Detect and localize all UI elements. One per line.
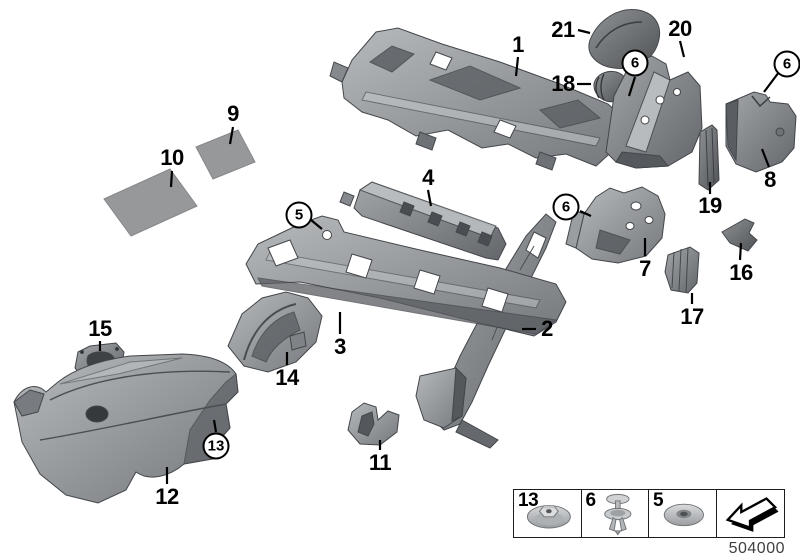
diagram-number: 504000 [728, 540, 785, 557]
part-4-shape [339, 181, 507, 261]
legend-item-next-diagram[interactable] [717, 490, 785, 537]
callout-part-4[interactable]: 4 [422, 165, 434, 190]
expanding-rivet-fastener-icon [603, 493, 632, 535]
callout-fastener-6-a[interactable]: 6 [621, 49, 649, 77]
callout-part-2[interactable]: 2 [541, 316, 553, 341]
continuation-arrow-icon [725, 496, 779, 532]
part-19-shape [698, 124, 720, 191]
callout-part-16[interactable]: 16 [729, 260, 753, 285]
callout-part-14[interactable]: 14 [275, 365, 299, 390]
part-12-shape [13, 353, 239, 504]
legend-box: 13 6 [513, 489, 785, 538]
part-11-shape [347, 402, 400, 446]
callout-fastener-6-b[interactable]: 6 [773, 50, 800, 78]
callout-part-21[interactable]: 21 [551, 17, 575, 42]
part-20-shape [605, 55, 703, 169]
callout-part-20[interactable]: 20 [668, 16, 692, 41]
legend-item-6-label: 6 [585, 490, 597, 511]
part-14-shape [227, 291, 323, 373]
legend-item-13-label: 13 [518, 490, 539, 511]
part-16-shape [721, 218, 758, 252]
legend-item-5[interactable]: 5 [649, 490, 717, 537]
leader-lines [98, 28, 780, 484]
legend-item-5-label: 5 [653, 490, 664, 511]
part-7-shape [565, 186, 666, 264]
callout-fastener-13[interactable]: 13 [202, 432, 230, 460]
callout-part-11[interactable]: 11 [368, 450, 392, 475]
callout-part-9[interactable]: 9 [227, 101, 239, 126]
clip-nut-fastener-icon [527, 504, 572, 529]
callout-part-10[interactable]: 10 [160, 145, 184, 170]
callout-part-18[interactable]: 18 [551, 71, 575, 96]
callout-part-12[interactable]: 12 [155, 484, 179, 509]
callout-fastener-6-c[interactable]: 6 [552, 193, 580, 221]
callout-fastener-5[interactable]: 5 [285, 201, 313, 229]
callout-part-15[interactable]: 15 [88, 316, 112, 341]
legend-item-13[interactable]: 13 [514, 490, 582, 537]
callout-part-8[interactable]: 8 [764, 167, 776, 192]
part-3-shape [245, 215, 567, 337]
callout-part-19[interactable]: 19 [698, 193, 722, 218]
part-10-shape [103, 168, 198, 237]
part-17-shape [664, 246, 700, 294]
washer-fastener-icon [664, 503, 705, 526]
callout-part-3[interactable]: 3 [334, 334, 346, 359]
part-9-shape [195, 129, 256, 180]
callout-part-1[interactable]: 1 [512, 32, 524, 57]
callout-part-17[interactable]: 17 [680, 304, 704, 329]
legend-item-6[interactable]: 6 [582, 490, 649, 537]
part-1-shape [329, 27, 625, 171]
part-8-shape [725, 91, 797, 173]
callout-part-7[interactable]: 7 [639, 256, 651, 281]
